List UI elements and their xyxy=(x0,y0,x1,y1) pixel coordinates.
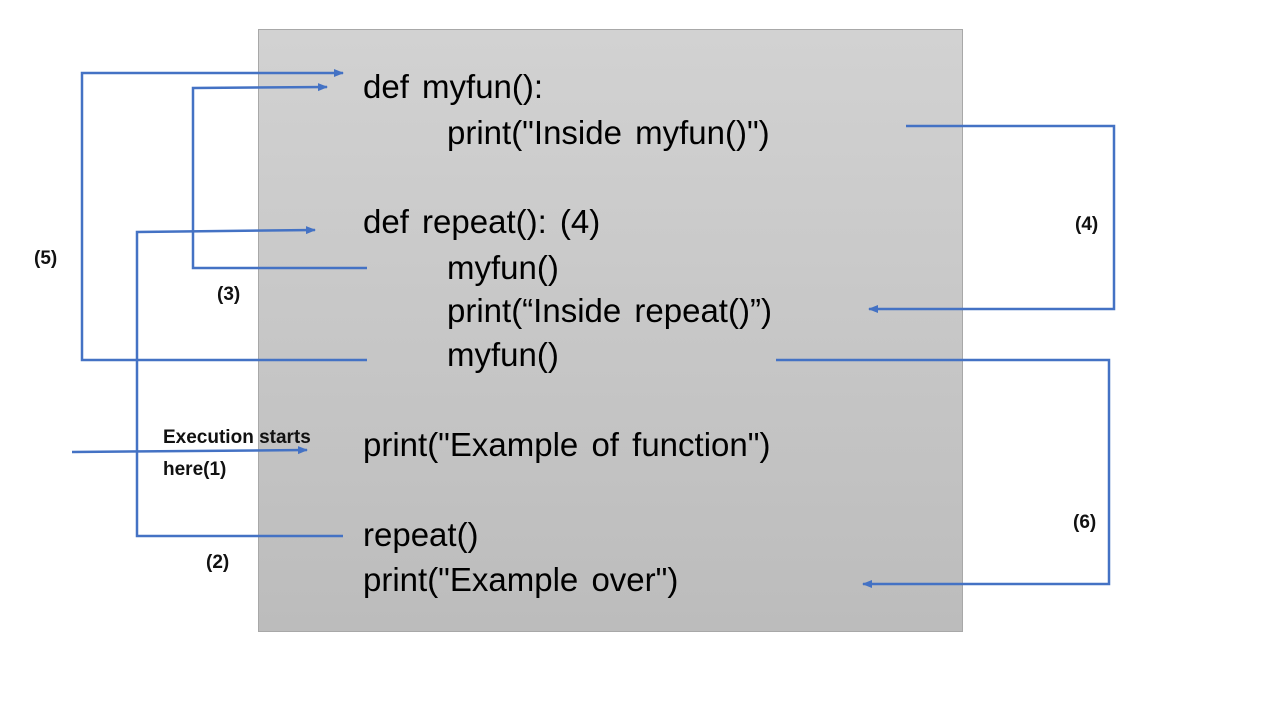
code-line-print-inside-repeat: print(“Inside repeat()”) xyxy=(447,292,772,329)
step5-label: (5) xyxy=(34,248,58,269)
code-line-def-myfun: def myfun(): xyxy=(363,68,544,105)
code-line-print-example-of-function: print("Example of function") xyxy=(363,426,771,463)
step3-label: (3) xyxy=(217,284,241,305)
step1-label-line2: here(1) xyxy=(163,459,227,480)
arrow-step6 xyxy=(776,358,1111,588)
code-panel xyxy=(258,29,963,632)
step6-label: (6) xyxy=(1073,512,1097,533)
step1-label-line1: Execution starts xyxy=(163,427,311,448)
arrow-step3 xyxy=(191,83,367,270)
arrow-step4 xyxy=(868,124,1116,313)
code-line-call-repeat: repeat() xyxy=(363,516,479,553)
step4-label: (4) xyxy=(1075,214,1099,235)
arrow-step1 xyxy=(71,446,308,455)
arrow-step5 xyxy=(80,69,367,362)
code-line-print-example-over: print("Example over") xyxy=(363,561,679,598)
code-line-call-myfun-first: myfun() xyxy=(447,249,559,286)
code-line-def-repeat: def repeat(): (4) xyxy=(363,203,601,240)
arrow-step2 xyxy=(135,226,343,538)
code-line-call-myfun-second: myfun() xyxy=(447,336,559,373)
code-line-print-inside-myfun: print("Inside myfun()") xyxy=(447,114,770,151)
step2-label: (2) xyxy=(206,552,230,573)
